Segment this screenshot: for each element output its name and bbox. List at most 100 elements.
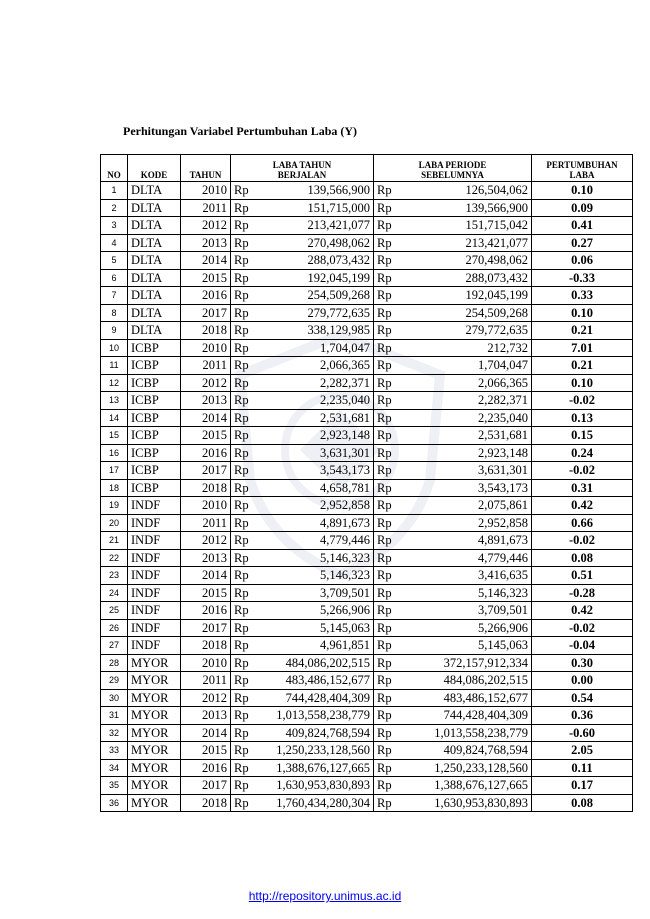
cell-kode: DLTA: [127, 268, 181, 287]
currency-label: Rp: [377, 585, 392, 600]
cell-no: 36: [100, 793, 128, 812]
currency-label: Rp: [377, 253, 392, 267]
currency-label: Rp: [377, 218, 392, 232]
amount: 1,630,953,830,893: [434, 795, 528, 810]
cell-tahun: 2011: [180, 198, 231, 217]
cell-laba-berjalan: Rp 2,923,148: [230, 426, 374, 445]
currency-label: Rp: [377, 393, 392, 407]
cell-pertumbuhan: 0.11: [531, 758, 633, 777]
cell-pertumbuhan: 0.30: [531, 653, 633, 672]
amount: 254,509,268: [307, 288, 371, 302]
amount: 1,013,558,238,779: [276, 708, 370, 722]
currency-label: Rp: [377, 410, 392, 425]
currency-label: Rp: [234, 235, 249, 250]
cell-pertumbuhan: 0.31: [531, 478, 633, 497]
cell-tahun: 2014: [180, 408, 231, 427]
cell-no: 2: [100, 198, 128, 217]
currency-label: Rp: [234, 795, 249, 810]
currency-label: Rp: [234, 620, 249, 635]
currency-label: Rp: [377, 655, 392, 670]
amount: 5,145,063: [320, 620, 370, 635]
amount: 3,631,301: [478, 463, 528, 477]
repository-link[interactable]: http://repository.unimus.ac.id: [248, 889, 402, 903]
cell-kode: DLTA: [127, 198, 181, 217]
cell-kode: MYOR: [127, 758, 181, 777]
cell-no: 23: [100, 566, 128, 585]
currency-label: Rp: [234, 305, 249, 320]
currency-label: Rp: [377, 690, 392, 705]
cell-tahun: 2015: [180, 741, 231, 760]
cell-pertumbuhan: -0.02: [531, 461, 633, 480]
amount: 484,086,202,515: [443, 673, 528, 687]
amount: 1,630,953,830,893: [276, 778, 370, 792]
cell-pertumbuhan: 0.41: [531, 216, 633, 235]
cell-kode: ICBP: [127, 478, 181, 497]
cell-tahun: 2018: [180, 478, 231, 497]
cell-pertumbuhan: 0.08: [531, 548, 633, 567]
cell-no: 16: [100, 443, 128, 462]
amount: 372,157,912,334: [443, 655, 528, 670]
currency-label: Rp: [377, 305, 392, 320]
cell-pertumbuhan: 0.21: [531, 321, 633, 340]
cell-tahun: 2017: [180, 776, 231, 795]
cell-kode: ICBP: [127, 443, 181, 462]
currency-label: Rp: [234, 270, 249, 285]
amount: 3,543,173: [478, 480, 528, 495]
currency-label: Rp: [377, 708, 392, 722]
cell-kode: INDF: [127, 618, 181, 637]
currency-label: Rp: [234, 428, 249, 442]
amount: 744,428,404,309: [443, 708, 528, 722]
amount: 2,952,858: [478, 515, 528, 530]
cell-kode: ICBP: [127, 356, 181, 375]
cell-no: 11: [100, 356, 128, 375]
cell-no: 19: [100, 496, 128, 515]
cell-tahun: 2013: [180, 706, 231, 725]
cell-pertumbuhan: -0.02: [531, 618, 633, 637]
cell-no: 22: [100, 548, 128, 567]
amount: 2,923,148: [320, 428, 370, 442]
cell-kode: MYOR: [127, 776, 181, 795]
amount: 1,250,233,128,560: [434, 760, 528, 775]
currency-label: Rp: [377, 428, 392, 442]
currency-label: Rp: [234, 480, 249, 495]
cell-no: 29: [100, 671, 128, 690]
cell-no: 21: [100, 531, 128, 550]
currency-label: Rp: [377, 270, 392, 285]
cell-no: 31: [100, 706, 128, 725]
currency-label: Rp: [377, 673, 392, 687]
currency-label: Rp: [234, 708, 249, 722]
cell-tahun: 2015: [180, 268, 231, 287]
cell-pertumbuhan: 0.10: [531, 303, 633, 322]
cell-kode: INDF: [127, 548, 181, 567]
currency-label: Rp: [377, 778, 392, 792]
currency-label: Rp: [234, 323, 249, 337]
cell-laba-sebelum: Rp 484,086,202,515: [373, 671, 532, 690]
cell-pertumbuhan: 0.66: [531, 513, 633, 532]
